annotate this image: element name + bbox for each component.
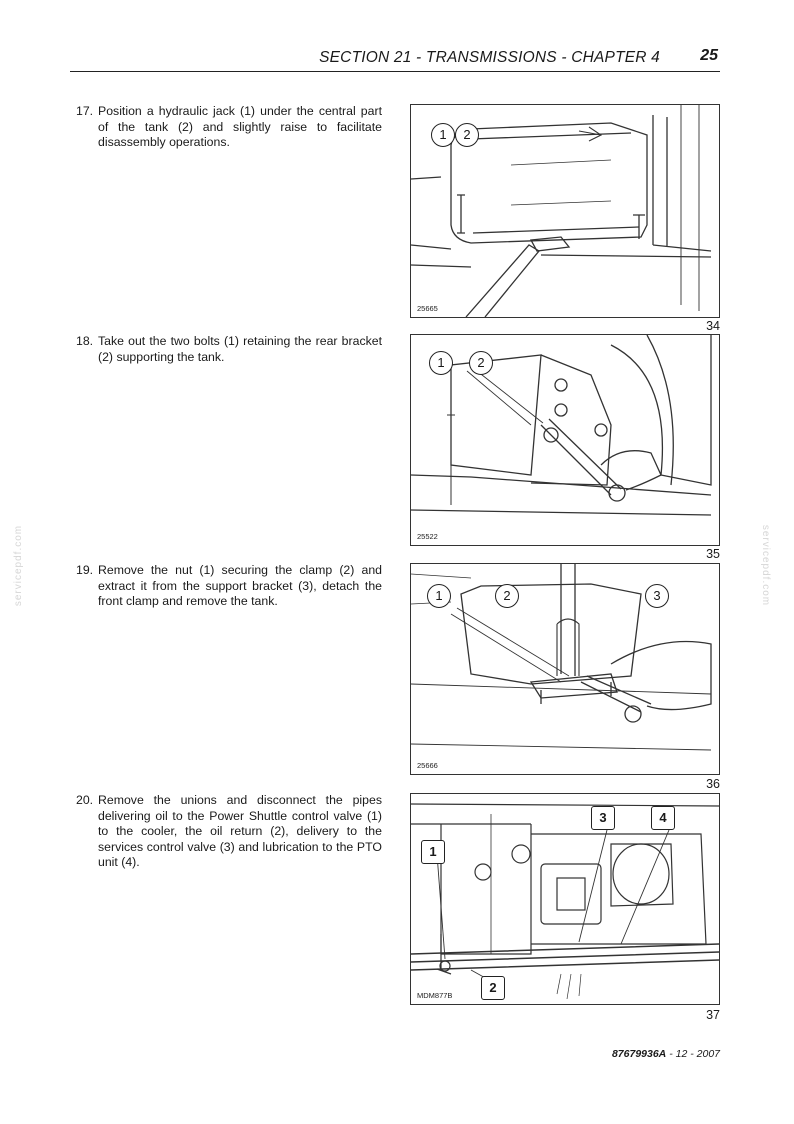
page-number: 25	[700, 47, 718, 64]
figure-37-callout-2: 2	[481, 976, 505, 1000]
step-number: 19.	[76, 563, 94, 577]
step-number: 20.	[76, 793, 94, 807]
step-text: Take out the two bolts (1) retaining the…	[98, 334, 382, 364]
figure-34-number: 34	[706, 319, 720, 333]
figure-34-callout-1: 1	[431, 123, 455, 147]
step-text: Position a hydraulic jack (1) under the …	[98, 104, 382, 149]
figure-34-illustration	[411, 105, 712, 317]
step-number: 17.	[76, 104, 94, 118]
watermark-right: servicepdf.com	[760, 524, 772, 607]
figure-35: 1 2 25522	[410, 334, 720, 546]
figure-34-code: 25665	[417, 304, 438, 313]
figure-35-number: 35	[706, 547, 720, 561]
step-number: 18.	[76, 334, 94, 348]
figure-35-code: 25522	[417, 532, 438, 541]
footer-separator: -	[669, 1048, 676, 1060]
figure-36-illustration	[411, 564, 712, 751]
figure-36-number: 36	[706, 777, 720, 791]
figure-34: 1 2 25665	[410, 104, 720, 318]
step-text: Remove the nut (1) securing the clamp (2…	[98, 563, 382, 608]
document-number: 87679936A	[611, 1048, 667, 1060]
figure-36-callout-3: 3	[645, 584, 669, 608]
figure-36-callout-2: 2	[495, 584, 519, 608]
figure-37-callout-4: 4	[651, 806, 675, 830]
page-header: SECTION 21 - TRANSMISSIONS - CHAPTER 4 2…	[70, 47, 720, 72]
watermark-left: servicepdf.com	[13, 524, 25, 607]
figure-37-callout-3: 3	[591, 806, 615, 830]
step-text: Remove the unions and disconnect the pip…	[98, 793, 382, 869]
figure-37: 3 4 1 2 MDM877B	[410, 793, 720, 1005]
figure-35-illustration	[411, 335, 712, 516]
figure-36: 1 2 3 25666	[410, 563, 720, 775]
section-title: SECTION 21 - TRANSMISSIONS - CHAPTER 4	[319, 49, 660, 66]
figure-37-callout-1: 1	[421, 840, 445, 864]
document-date: 12 - 2007	[675, 1048, 720, 1060]
step-17: 17. Position a hydraulic jack (1) under …	[76, 104, 382, 151]
figure-37-illustration	[411, 803, 719, 1000]
figure-37-code: MDM877B	[417, 991, 453, 1000]
figure-36-code: 25666	[417, 761, 438, 770]
figure-37-number: 37	[706, 1008, 720, 1022]
figure-34-callout-2: 2	[455, 123, 479, 147]
step-19: 19. Remove the nut (1) securing the clam…	[76, 563, 382, 610]
figure-35-callout-1: 1	[429, 351, 453, 375]
figure-35-callout-2: 2	[469, 351, 493, 375]
page-footer: 87679936A - 12 - 2007	[480, 1048, 720, 1060]
step-20: 20. Remove the unions and disconnect the…	[76, 793, 382, 871]
figure-36-callout-1: 1	[427, 584, 451, 608]
step-18: 18. Take out the two bolts (1) retaining…	[76, 334, 382, 365]
